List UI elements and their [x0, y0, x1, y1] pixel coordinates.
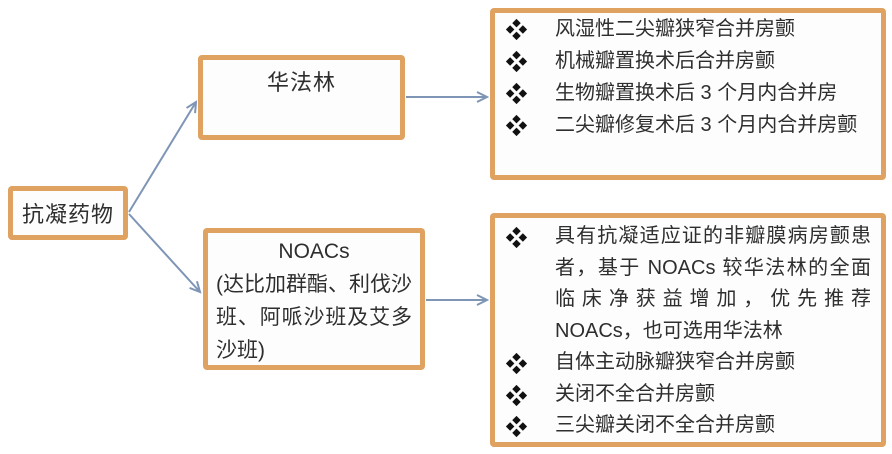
- arrow-root-to-warfarin: [128, 102, 196, 213]
- four-diamond-bullet-icon: [506, 384, 527, 405]
- warfarin-indication-row: 二尖瓣修复术后 3 个月内合并房颤: [509, 109, 871, 141]
- warfarin-indication-row: 风湿性二尖瓣狭窄合并房颤: [509, 13, 871, 45]
- arrow-root-to-noacs: [128, 213, 200, 292]
- noacs-indication-row: 具有抗凝适应证的非瓣膜病房颤患者，基于 NOACs 较华法林的全面临床净获益增加…: [509, 221, 871, 347]
- four-diamond-bullet-icon: [506, 227, 527, 248]
- noacs-indication-text: 具有抗凝适应证的非瓣膜病房颤患者，基于 NOACs 较华法林的全面临床净获益增加…: [555, 225, 871, 342]
- noacs-subtitle: (达比加群酯、利伐沙班、阿哌沙班及艾多沙班): [216, 273, 412, 362]
- noacs-indications-box: 具有抗凝适应证的非瓣膜病房颤患者，基于 NOACs 较华法林的全面临床净获益增加…: [490, 213, 886, 447]
- noacs-indication-text: 三尖瓣关闭不全合并房颤: [555, 414, 775, 436]
- anticoagulant-label: 抗凝药物: [21, 202, 114, 227]
- noacs-indication-text: 关闭不全合并房颤: [555, 382, 715, 405]
- warfarin-label: 华法林: [266, 70, 336, 95]
- noacs-indication-row: 自体主动脉瓣狭窄合并房颤: [509, 347, 871, 379]
- noacs-title: NOACs: [278, 240, 350, 263]
- noacs-indication-text: 自体主动脉瓣狭窄合并房颤: [555, 351, 795, 373]
- warfarin-indication-row: 机械瓣置换术后合并房颤: [509, 45, 871, 77]
- noacs-box: NOACs (达比加群酯、利伐沙班、阿哌沙班及艾多沙班): [203, 228, 425, 370]
- four-diamond-bullet-icon: [506, 19, 527, 40]
- four-diamond-bullet-icon: [506, 115, 527, 136]
- warfarin-box: 华法林: [198, 55, 405, 140]
- anticoagulant-box: 抗凝药物: [8, 186, 128, 240]
- warfarin-indication-text: 二尖瓣修复术后 3 个月内合并房颤: [555, 114, 858, 136]
- noacs-indication-row: 三尖瓣关闭不全合并房颤: [509, 410, 871, 442]
- four-diamond-bullet-icon: [506, 83, 527, 104]
- four-diamond-bullet-icon: [506, 416, 527, 437]
- warfarin-indication-text: 风湿性二尖瓣狭窄合并房颤: [555, 18, 795, 40]
- warfarin-indications-box: 风湿性二尖瓣狭窄合并房颤 机械瓣置换术后合并房颤 生物瓣置换术后 3 个月内合并…: [490, 8, 886, 180]
- warfarin-indication-text: 机械瓣置换术后合并房颤: [555, 50, 775, 72]
- warfarin-indication-text: 生物瓣置换术后 3 个月内合并房: [555, 82, 838, 104]
- four-diamond-bullet-icon: [506, 353, 527, 374]
- noacs-indication-row: 关闭不全合并房颤: [509, 379, 871, 411]
- warfarin-indication-row: 生物瓣置换术后 3 个月内合并房: [509, 77, 871, 109]
- four-diamond-bullet-icon: [506, 51, 527, 72]
